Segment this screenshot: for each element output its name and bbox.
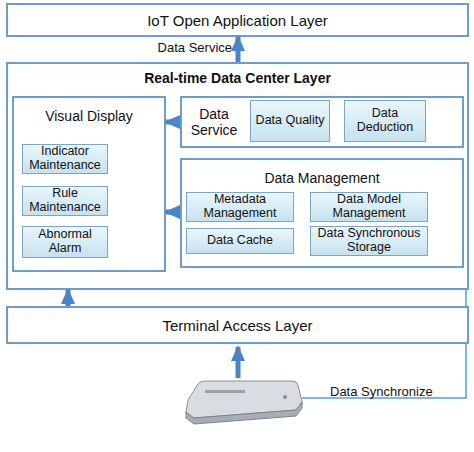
flow-arrow <box>166 210 180 215</box>
node-title: Abnormal Alarm <box>23 228 107 256</box>
node-title: Real-time Data Center Layer <box>8 70 467 86</box>
node-title: Data Model Management <box>311 193 427 221</box>
node-title: Data Synchronous Storage <box>311 227 427 255</box>
device-uplink-arrow <box>236 347 241 378</box>
function-box: Data Cache <box>186 228 294 254</box>
node-title: Data Service <box>188 106 240 138</box>
node-title: Indicator Maintenance <box>23 145 107 173</box>
node-title: Visual Display <box>14 108 164 124</box>
function-box: Indicator Maintenance <box>22 144 108 174</box>
function-box: Data Quality <box>250 100 330 142</box>
flow-arrow <box>166 120 180 125</box>
node-title: Terminal Access Layer <box>162 317 312 334</box>
function-box: Rule Maintenance <box>22 186 108 216</box>
annotation-label: Data Synchronize <box>330 384 433 399</box>
layer-box: Real-time Data Center LayerVisual Displa… <box>6 62 469 290</box>
edge-device-illustration <box>186 381 302 424</box>
layer-band: IoT Open Application Layer <box>6 3 469 37</box>
function-box: Abnormal Alarm <box>22 226 108 258</box>
flow-arrow <box>236 37 241 62</box>
group-box: Data ManagementMetadata Management Data M… <box>180 158 464 268</box>
group-box: Data Service Data Quality Data Deduction <box>180 96 464 148</box>
node-title: Data Quality <box>254 114 327 128</box>
node-title: Data Management <box>182 170 462 186</box>
device-side <box>186 402 302 424</box>
function-box: Metadata Management <box>186 192 294 222</box>
function-box: Data Synchronous Storage <box>310 226 428 256</box>
node-title: Rule Maintenance <box>23 187 107 215</box>
edge-label: Data Service <box>120 40 232 55</box>
node-title: Data Deduction <box>345 107 425 135</box>
node-title: Metadata Management <box>187 193 293 221</box>
node-title: IoT Open Application Layer <box>147 12 328 29</box>
group-box: Visual DisplayIndicator MaintenanceRule … <box>12 96 166 272</box>
node-title: Data Cache <box>205 234 275 248</box>
device-led <box>283 395 287 399</box>
layer-band: Terminal Access Layer <box>6 306 469 344</box>
function-box: Data Deduction <box>344 100 426 142</box>
device-slot <box>205 390 245 393</box>
flow-arrow <box>66 290 71 306</box>
function-box: Data Model Management <box>310 192 428 222</box>
